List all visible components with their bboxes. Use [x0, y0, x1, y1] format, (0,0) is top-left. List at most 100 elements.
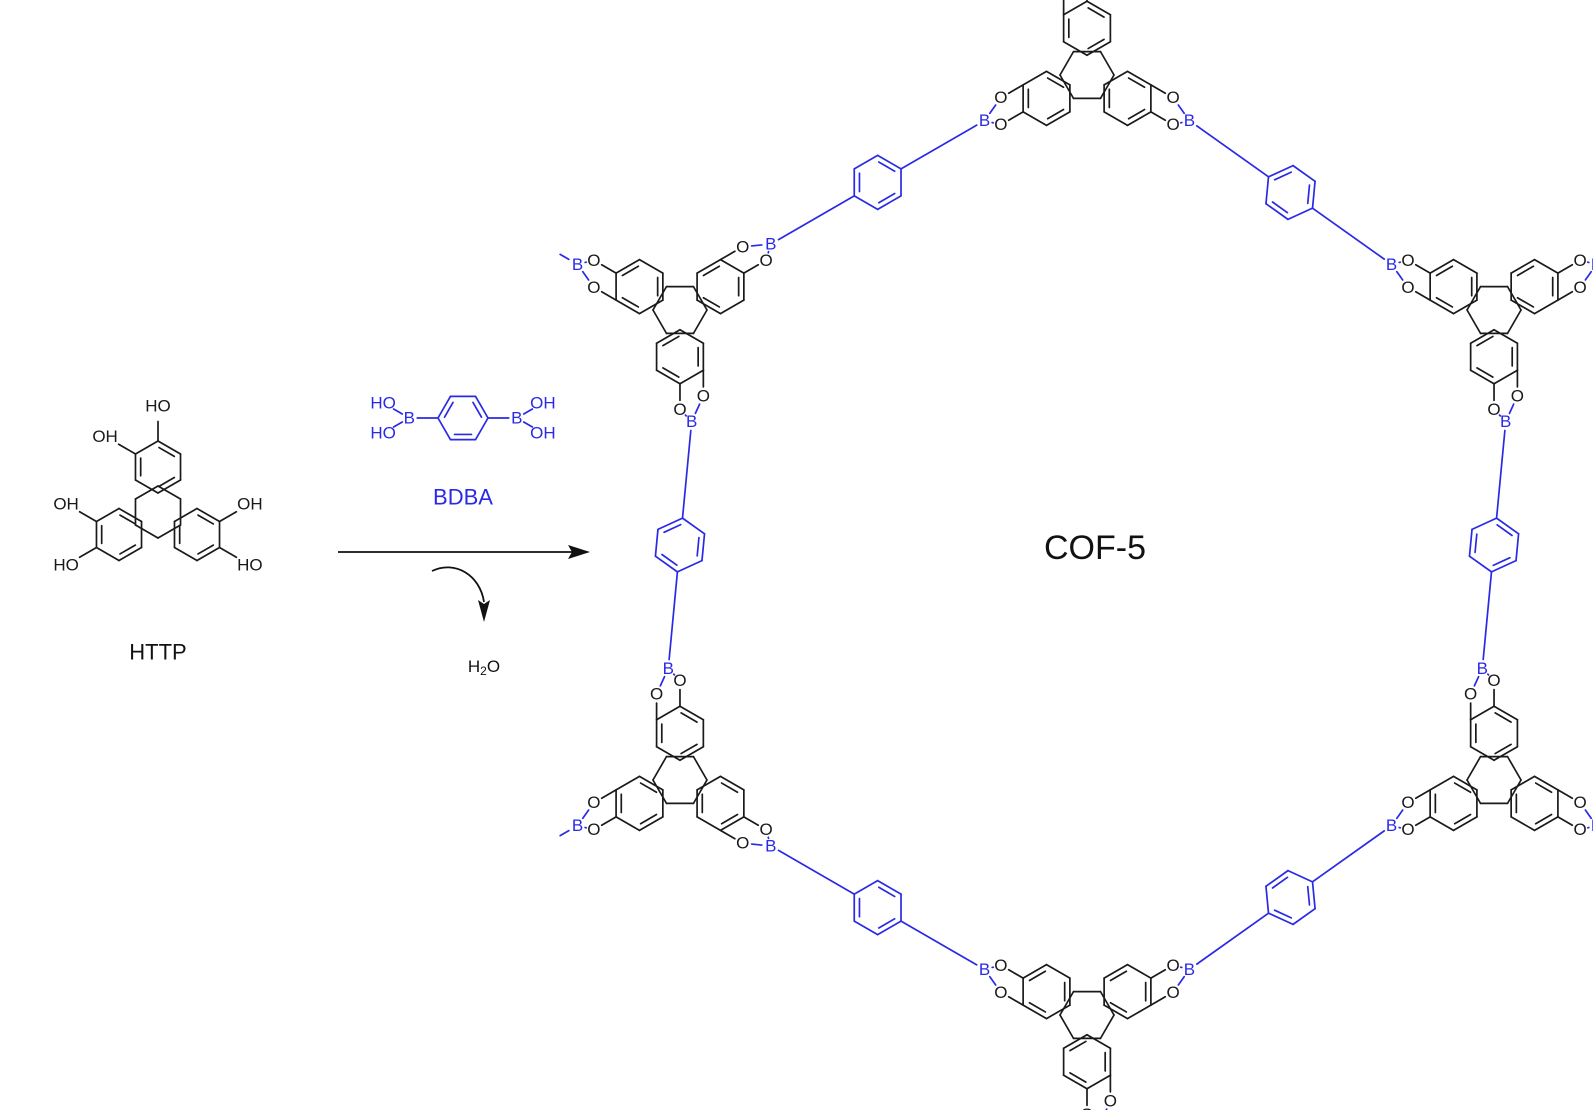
- ring-bond: [1045, 1004, 1071, 1020]
- ring-bond: [1493, 745, 1519, 762]
- ring-bond: [157, 479, 182, 494]
- ring-bond: [1292, 907, 1316, 926]
- ring-bond: [655, 745, 681, 762]
- hydroxyl-label: HO: [370, 394, 396, 413]
- ring-bond: [1265, 202, 1289, 221]
- double-bond: [1435, 296, 1454, 308]
- ring-bond: [1429, 258, 1455, 274]
- ring-bond: [1062, 0, 1088, 16]
- double-bond: [1127, 77, 1146, 89]
- o-b-bond: [581, 809, 590, 820]
- o-b-bond: [750, 244, 763, 247]
- oxygen-atom: O: [759, 820, 772, 839]
- ring-bond: [1466, 285, 1482, 311]
- double-bond: [158, 446, 176, 458]
- double-bond: [639, 813, 658, 825]
- oxygen-atom: O: [994, 983, 1007, 1002]
- o-b-bond: [988, 975, 997, 986]
- ring-bond: [1466, 755, 1482, 781]
- double-bond: [1273, 909, 1293, 919]
- double-bond: [1435, 265, 1454, 277]
- b-c-bond: [668, 571, 679, 661]
- double-bond: [1271, 876, 1289, 889]
- ring-bond: [1059, 74, 1075, 100]
- c-o-bond: [78, 546, 98, 559]
- ring-bond: [719, 775, 745, 791]
- ring-bond: [615, 775, 641, 791]
- b-c-bond: [1195, 125, 1270, 178]
- ring-bond: [1493, 705, 1519, 721]
- b-c-bond: [1482, 571, 1493, 661]
- ring-bond: [657, 517, 684, 531]
- ring-bond: [474, 417, 489, 441]
- ring-bond: [173, 507, 198, 523]
- ring-bond: [615, 299, 641, 315]
- ring-bond: [638, 299, 664, 315]
- ring-bond: [1506, 755, 1522, 781]
- ring-bond: [679, 328, 705, 345]
- double-bond: [639, 782, 658, 794]
- ring-bond: [1045, 111, 1071, 127]
- ring-bond: [196, 546, 221, 562]
- ring-bond: [157, 440, 182, 455]
- double-bond: [1087, 38, 1105, 50]
- c-o-bond: [1150, 111, 1167, 122]
- boron-atom: B: [572, 255, 583, 274]
- double-bond: [1109, 1001, 1128, 1013]
- ring-bond: [1429, 816, 1455, 832]
- oxygen-atom: O: [1574, 820, 1587, 839]
- double-bond: [119, 514, 137, 525]
- ring-bond: [95, 507, 120, 523]
- ring-bond: [655, 328, 681, 345]
- b-o-bond: [392, 421, 404, 428]
- ring-bond: [1062, 40, 1088, 57]
- oxygen-atom: O: [1487, 400, 1500, 419]
- ring-bond: [1429, 775, 1455, 791]
- ring-bond: [134, 524, 159, 539]
- boron-atom: B: [1386, 816, 1397, 835]
- oxygen-atom: O: [1080, 1105, 1093, 1110]
- boron-atom: B: [511, 409, 522, 428]
- double-bond: [877, 917, 896, 929]
- oxygen-atom: O: [994, 956, 1007, 975]
- ring-bond: [696, 816, 722, 832]
- oxygen-atom: O: [1464, 685, 1477, 704]
- ring-bond: [1452, 775, 1478, 791]
- c-o-bond: [1557, 263, 1574, 274]
- ring-bond: [1062, 1074, 1088, 1090]
- boron-atom: B: [1591, 255, 1593, 274]
- ring-bond: [876, 195, 902, 211]
- ring-bond: [1126, 111, 1152, 127]
- ring-bond: [655, 369, 681, 385]
- ring-bond: [1510, 299, 1536, 315]
- oxygen-atom: O: [1401, 793, 1414, 812]
- b-c-bond: [1311, 830, 1386, 883]
- ring-bond: [474, 395, 489, 419]
- ring-bond: [1311, 881, 1316, 910]
- ring-bond: [1126, 1004, 1152, 1020]
- ring-bond: [655, 705, 681, 721]
- ring-bond: [1099, 50, 1115, 76]
- b-o-bond: [522, 421, 534, 428]
- ring-bond: [676, 559, 703, 573]
- oxygen-atom: O: [1166, 88, 1179, 107]
- http-label: HTTP: [129, 640, 186, 665]
- oxygen-atom: O: [697, 386, 710, 405]
- ring-bond: [679, 369, 705, 385]
- ring-bond: [692, 779, 708, 805]
- oxygen-atom: O: [673, 671, 686, 690]
- boron-atom: B: [979, 960, 990, 979]
- ring-bond: [1533, 299, 1559, 315]
- ring-bond: [1493, 369, 1519, 385]
- hydroxyl-label: HO: [53, 556, 79, 575]
- ring-bond: [1510, 816, 1536, 832]
- boron-atom: B: [404, 409, 415, 428]
- c-o-bond: [719, 829, 736, 840]
- elimination-arrow: [431, 566, 490, 622]
- b-c-bond: [1495, 429, 1506, 519]
- double-bond: [443, 401, 454, 418]
- boron-atom: B: [765, 235, 776, 254]
- o-b-bond: [581, 270, 590, 281]
- oxygen-atom: O: [1574, 793, 1587, 812]
- hydroxyl-label: OH: [92, 427, 118, 446]
